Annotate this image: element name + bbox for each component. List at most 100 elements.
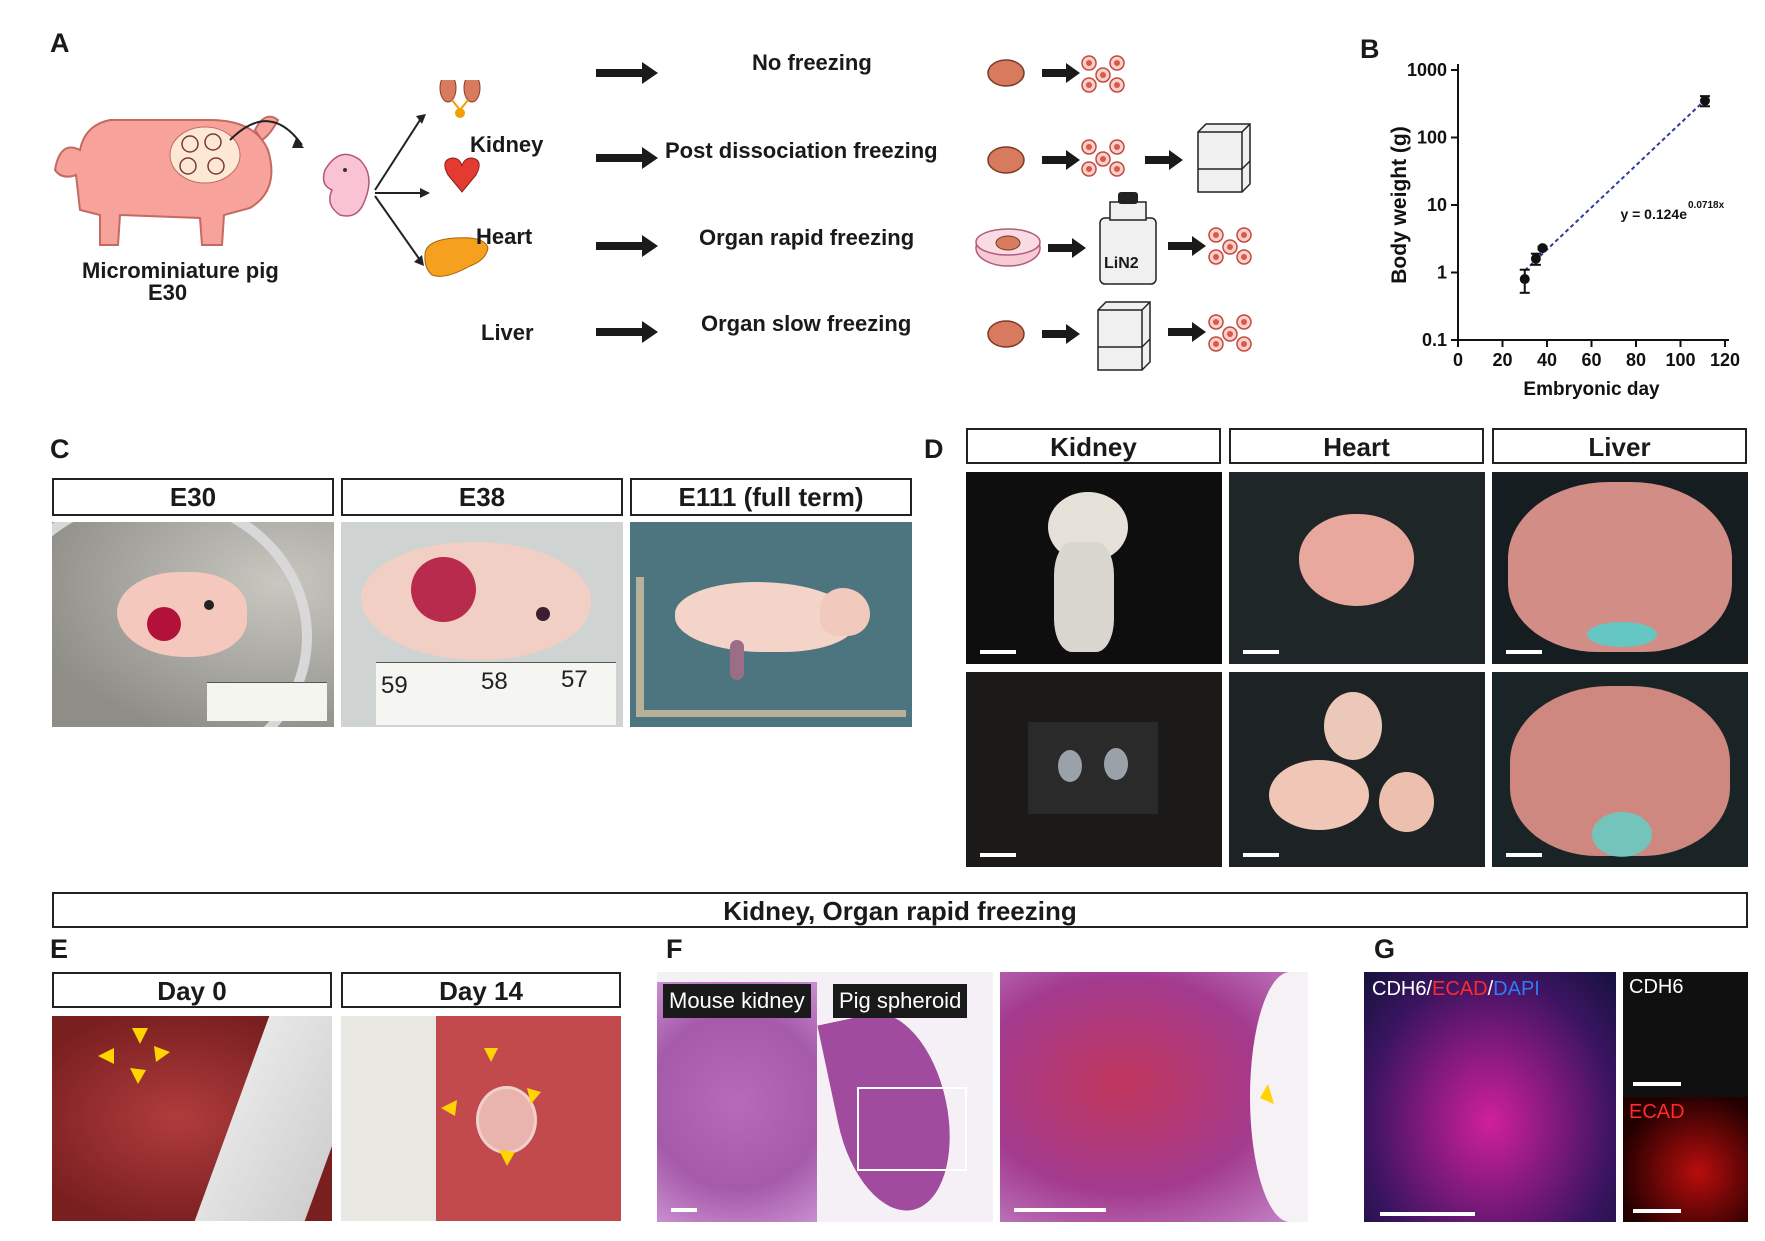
panel-c-header-e38: E38 (341, 478, 623, 516)
scale-bar (1014, 1208, 1106, 1212)
label-sep2: / (1487, 978, 1494, 1000)
fit-equation: y = 0.124e (1620, 206, 1687, 222)
ruler-number-59: 59 (381, 672, 408, 699)
day14-arrowheads (441, 1048, 541, 1166)
fit-equation-exponent: 0.0718x (1688, 200, 1725, 211)
y-tick-label: 100 (1417, 128, 1447, 148)
embryo-illustration (322, 153, 370, 217)
panel-e-header-day14: Day 14 (341, 972, 621, 1008)
y-tick-label: 1000 (1407, 60, 1447, 80)
photo-day0-transplant (52, 1016, 332, 1221)
photo-kidney-dissected (966, 672, 1222, 867)
data-point (1519, 274, 1530, 285)
photo-kidney-fresh (966, 472, 1222, 664)
x-tick-label: 40 (1537, 350, 1557, 370)
heart-organ-icon (444, 157, 480, 193)
data-point (1537, 243, 1548, 254)
label-dapi: DAPI (1493, 978, 1540, 1000)
scale-bar (1506, 650, 1542, 654)
photo-e38-embryo: 59 58 57 (341, 522, 623, 727)
x-tick-label: 20 (1492, 350, 1512, 370)
panel-label-c: C (50, 434, 70, 464)
organ-label-heart: Heart (476, 224, 533, 249)
photo-day14-transplant (341, 1016, 621, 1221)
pig-illustration (53, 115, 304, 246)
photo-e30-embryo (52, 522, 334, 727)
lin2-tank-icon (1099, 192, 1157, 285)
histology-overview: Mouse kidney Pig spheroid (657, 972, 993, 1222)
pig-label-line1: Microminiature pig (82, 258, 279, 283)
photo-heart-dissected (1229, 672, 1485, 867)
pig-label-line2: E30 (148, 280, 188, 305)
merged-channel-label: CDH6/ECAD/DAPI (1372, 978, 1540, 1001)
y-axis-label: Body weight (g) (1388, 126, 1411, 283)
panel-label-b: B (1360, 34, 1380, 64)
method-no-freezing: No freezing (752, 50, 872, 75)
label-cdh6: CDH6 (1372, 978, 1427, 1000)
method-post-dissociation: Post dissociation freezing (665, 138, 938, 163)
day0-arrowheads (98, 1028, 170, 1084)
y-tick-label: 0.1 (1422, 330, 1447, 350)
panel-label-g: G (1374, 934, 1396, 964)
x-tick-label: 80 (1626, 350, 1646, 370)
photo-heart-fresh (1229, 472, 1485, 664)
photo-e111-piglet (630, 522, 912, 727)
scale-bar (1380, 1212, 1475, 1216)
panel-a-schematic (53, 80, 489, 277)
x-tick-label: 120 (1710, 350, 1740, 370)
ruler-number-58: 58 (481, 668, 508, 695)
panel-e-header-day0: Day 0 (52, 972, 332, 1008)
label-pig-spheroid: Pig spheroid (833, 984, 968, 1018)
scale-bar (1633, 1082, 1681, 1086)
panel-c-header-e111: E111 (full term) (630, 478, 912, 516)
organ-label-liver: Liver (481, 320, 534, 345)
photo-liver-fresh (1492, 472, 1748, 664)
method-organ-slow: Organ slow freezing (701, 311, 912, 336)
scale-bar (1243, 853, 1279, 857)
x-tick-label: 100 (1665, 350, 1695, 370)
panel-label-f: F (666, 934, 683, 964)
photo-liver-dissected (1492, 672, 1748, 867)
panel-c-header-e30: E30 (52, 478, 334, 516)
kidney-organ-icon (439, 80, 481, 118)
panel-d-header-heart: Heart (1229, 428, 1484, 464)
y-tick-label: 10 (1427, 195, 1447, 215)
scale-bar (980, 853, 1016, 857)
scale-bar (980, 650, 1016, 654)
scale-bar (1243, 650, 1279, 654)
panel-d-header-kidney: Kidney (966, 428, 1221, 464)
label-sep1: / (1426, 978, 1433, 1000)
panel-d-header-liver: Liver (1492, 428, 1747, 464)
scale-bar (671, 1208, 697, 1212)
method-organ-rapid: Organ rapid freezing (699, 225, 915, 250)
histology-arrowhead (1260, 1084, 1274, 1104)
fit-line (1524, 99, 1706, 272)
label-mouse-kidney: Mouse kidney (663, 984, 811, 1018)
panel-label-e: E (50, 934, 69, 964)
x-axis-label: Embryonic day (1523, 379, 1660, 400)
scale-bar (1633, 1209, 1681, 1213)
method-flow-diagram (596, 55, 1252, 371)
section-banner: Kidney, Organ rapid freezing (52, 892, 1748, 928)
data-point (1530, 253, 1541, 264)
cdh6-channel-label: CDH6 (1629, 976, 1684, 998)
lin2-label: LiN2 (1104, 255, 1139, 272)
immunofluorescence-ecad: ECAD (1623, 1097, 1748, 1222)
histology-zoom (1000, 972, 1308, 1222)
y-tick-label: 1 (1437, 263, 1447, 283)
data-point (1699, 95, 1710, 106)
label-ecad: ECAD (1432, 978, 1488, 1000)
panel-label-a: A (50, 28, 70, 58)
immunofluorescence-merged: CDH6/ECAD/DAPI (1364, 972, 1616, 1222)
zoom-inset-box (857, 1087, 967, 1171)
scale-bar (1506, 853, 1542, 857)
x-tick-label: 0 (1453, 350, 1463, 370)
petri-dish-icon (975, 228, 1041, 267)
organ-label-kidney: Kidney (470, 132, 544, 157)
ecad-channel-label: ECAD (1629, 1101, 1685, 1123)
liver-organ-icon (424, 237, 489, 277)
panel-label-d: D (924, 434, 944, 464)
x-tick-label: 60 (1581, 350, 1601, 370)
ruler-number-57: 57 (561, 666, 588, 693)
